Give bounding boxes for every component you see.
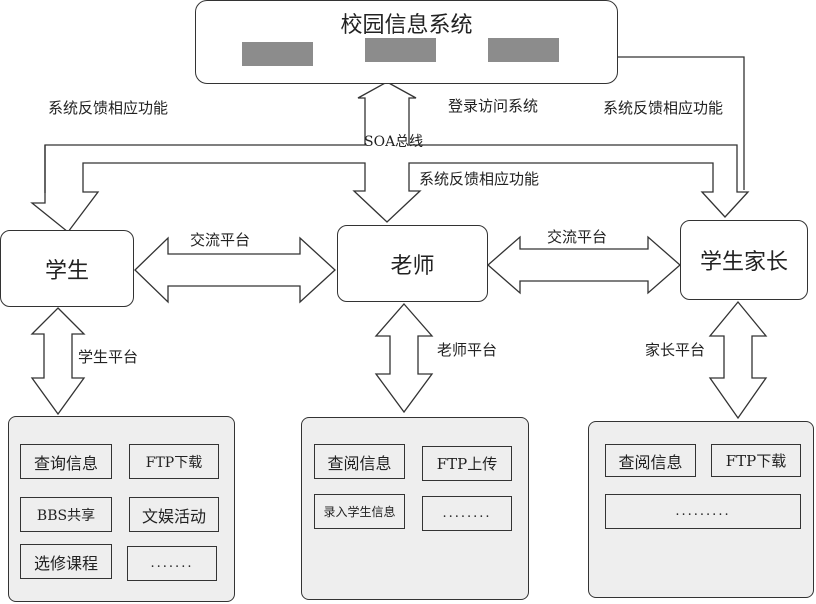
student-item-entertainment[interactable]: 文娱活动 xyxy=(129,497,219,532)
exchange-label-right: 交流平台 xyxy=(547,228,608,246)
student-role-box[interactable]: 学生 xyxy=(0,230,134,307)
system-module-block xyxy=(242,42,313,66)
student-item-query-info[interactable]: 查询信息 xyxy=(20,444,112,479)
soa-bus-arrow xyxy=(30,81,750,233)
parent-platform-arrow xyxy=(708,300,768,420)
teacher-role-box[interactable]: 老师 xyxy=(337,225,488,302)
student-item-more[interactable]: ....... xyxy=(127,546,217,581)
exchange-label-left: 交流平台 xyxy=(190,231,251,249)
soa-bus-label: SOA总线 xyxy=(364,134,424,150)
feedback-label-left: 系统反馈相应功能 xyxy=(48,99,169,117)
teacher-item-ftp-upload[interactable]: FTP上传 xyxy=(422,446,512,481)
parent-role-label: 学生家长 xyxy=(699,250,788,275)
student-role-label: 学生 xyxy=(44,258,89,284)
teacher-item-enter-student-info[interactable]: 录入学生信息 xyxy=(314,494,405,529)
system-module-block xyxy=(488,38,559,62)
teacher-platform-label: 老师平台 xyxy=(437,341,498,359)
teacher-role-label: 老师 xyxy=(390,253,435,279)
feedback-label-middle: 系统反馈相应功能 xyxy=(419,170,540,188)
parent-item-more[interactable]: ......... xyxy=(605,494,801,529)
parent-platform-label: 家长平台 xyxy=(645,341,706,359)
parent-role-box[interactable]: 学生家长 xyxy=(680,220,808,300)
school-system-title: 校园信息系统 xyxy=(340,13,473,38)
feedback-line-right xyxy=(600,56,745,190)
student-platform-label: 学生平台 xyxy=(78,348,139,366)
exchange-arrow-left xyxy=(134,236,336,304)
feedback-label-right: 系统反馈相应功能 xyxy=(603,99,724,117)
teacher-platform-arrow xyxy=(374,303,434,414)
parent-item-ftp-download[interactable]: FTP下载 xyxy=(711,444,801,477)
parent-item-view-info[interactable]: 查阅信息 xyxy=(605,444,696,477)
teacher-item-view-info[interactable]: 查阅信息 xyxy=(314,444,405,479)
student-item-ftp-download[interactable]: FTP下载 xyxy=(129,444,219,479)
login-label: 登录访问系统 xyxy=(448,97,539,115)
teacher-item-more[interactable]: ........ xyxy=(422,496,512,531)
student-platform-arrow xyxy=(30,307,86,416)
system-module-block xyxy=(365,38,436,62)
student-item-elective-courses[interactable]: 选修课程 xyxy=(20,544,112,579)
student-item-bbs-share[interactable]: BBS共享 xyxy=(20,497,112,532)
